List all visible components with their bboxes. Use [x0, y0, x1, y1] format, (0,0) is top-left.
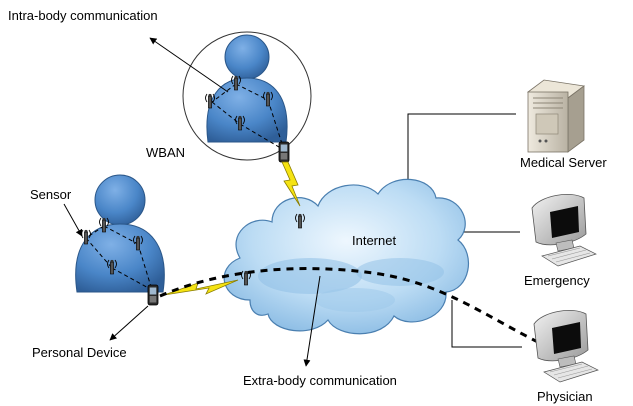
internet-label: Internet — [352, 233, 396, 248]
wban-label: WBAN — [146, 145, 185, 160]
medical-server-label: Medical Server — [520, 155, 607, 170]
mobile-device-icon — [147, 284, 159, 306]
server-icon — [526, 79, 586, 153]
internet-cloud — [223, 178, 470, 335]
intra-body-label: Intra-body communication — [8, 8, 158, 23]
mobile-device-icon — [278, 141, 290, 163]
wban-person — [206, 34, 288, 143]
wireless-link-lightning — [281, 161, 301, 207]
sensor-arrow — [63, 203, 83, 237]
physician-label: Physician — [537, 389, 593, 404]
emergency-label: Emergency — [524, 273, 590, 288]
personal-device-label: Personal Device — [32, 345, 127, 360]
wban-circle — [182, 31, 312, 161]
desktop-computer-icon — [533, 310, 599, 383]
sensor-label: Sensor — [30, 187, 72, 202]
link-internet-physician — [451, 300, 522, 348]
patient-person — [75, 174, 165, 293]
patient-sensor-links — [85, 225, 153, 291]
extra-body-arrow — [303, 275, 321, 367]
desktop-computer-icon — [531, 194, 597, 267]
personal-device-arrow — [109, 305, 149, 341]
intra-body-arrow — [149, 37, 229, 93]
link-internet-server — [407, 113, 516, 180]
extra-body-label: Extra-body communication — [243, 373, 397, 388]
